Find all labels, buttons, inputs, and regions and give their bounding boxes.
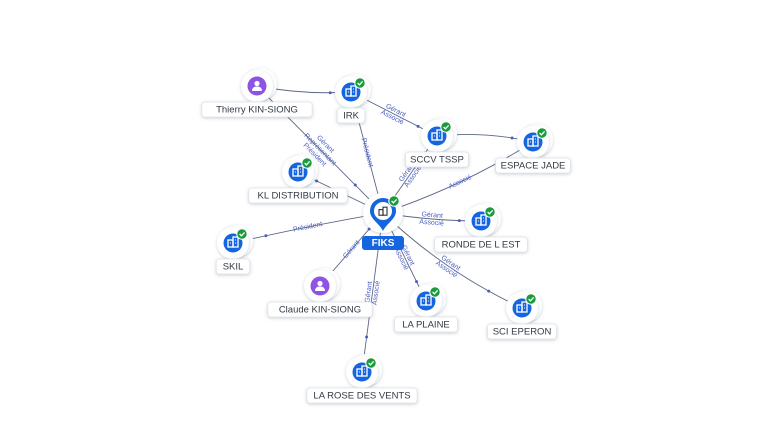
edge-arrow-thierry-irk [328,91,332,95]
node-label: RONDE DE L EST [442,240,521,251]
check-badge-icon [236,228,248,240]
node-label: LA ROSE DES VENTS [313,391,410,402]
person-icon [310,276,330,296]
node-label: LA PLAINE [402,320,450,331]
edge-arrow-fiks-rose [365,335,369,339]
node-label-box [201,101,313,118]
node-label: SKIL [223,262,244,273]
edge-label: Président [293,221,323,234]
building-icon [223,233,243,253]
person-icon [247,76,267,96]
node-label-box [336,107,366,124]
edge-arrow-fiks-plaine [415,280,419,284]
edge-label: Président [360,137,374,167]
edge-arrow-fiks-ronde [457,219,461,223]
node-label-box [306,387,418,404]
edge-label: Associé [371,280,381,305]
node-label-box [487,323,557,340]
check-badge-icon [484,206,496,218]
edge-arrow-thierry-fiks [353,183,357,187]
node-label: SCCV TSSP [410,155,464,166]
check-badge-icon [365,357,377,369]
building-icon [523,132,543,152]
node-label-box [495,157,571,174]
node-label-box [394,316,458,333]
node-label-box [248,187,348,204]
node-sccv[interactable]: SCCV TSSP [405,118,469,168]
node-plaine[interactable]: LA PLAINE [394,283,458,333]
nodes-layer: Thierry KIN-SIONG IRK SCCV TSSP ESPACE JADE… [201,68,571,404]
node-skil[interactable]: SKIL [215,225,253,275]
node-thierry[interactable]: Thierry KIN-SIONG [201,68,313,118]
node-kl[interactable]: KL DISTRIBUTION [248,154,348,204]
edge-label: Associé [419,219,444,228]
building-icon [378,206,388,216]
edge-arrow-fiks-skil [264,234,268,238]
node-label-box [405,151,469,168]
edge-label: Associé [448,174,473,191]
center-label: FIKS [372,238,395,249]
node-label: Thierry KIN-SIONG [216,105,298,116]
node-label: IRK [343,111,360,122]
node-claude[interactable]: Claude KIN-SIONG [267,268,373,318]
node-label: ESPACE JADE [501,161,566,172]
node-ronde[interactable]: RONDE DE L EST [434,203,528,253]
check-badge-icon [388,195,400,207]
building-icon [512,298,532,318]
node-label: Claude KIN-SIONG [279,305,361,316]
edge-arrow-fiks-kl [315,179,319,183]
check-badge-icon [525,293,537,305]
edge-label: Gérant [421,211,443,220]
node-label: KL DISTRIBUTION [258,191,339,202]
edge-thierry-fiks [256,85,384,214]
building-icon [352,362,372,382]
node-label-box [434,236,528,253]
building-icon [341,82,361,102]
edge-arrow-sccv-espace [510,136,514,140]
building-icon [416,291,436,311]
node-espace[interactable]: ESPACE JADE [495,124,571,174]
node-eperon[interactable]: SCI EPERON [487,290,557,340]
check-badge-icon [536,127,548,139]
check-badge-icon [301,157,313,169]
node-irk[interactable]: IRK [335,74,371,124]
check-badge-icon [440,121,452,133]
check-badge-icon [354,77,366,89]
building-icon [427,126,447,146]
edge-label: Gérant [342,239,361,260]
center-node[interactable]: FIKS [362,193,404,250]
edge-arrow-irk-sccv [416,124,420,128]
node-label: SCI EPERON [493,327,552,338]
map-pin-icon [370,198,396,231]
center-label-box [362,236,404,250]
edge-arrow-claude-fiks [367,227,371,231]
edge-label: Gérant [364,281,374,303]
edge-arrow-fiks-eperon [487,289,491,293]
building-icon [288,162,308,182]
edge-fiks-eperon [382,212,523,309]
node-label-box [215,258,251,275]
check-badge-icon [429,286,441,298]
building-icon [471,211,491,231]
node-label-box [267,301,373,318]
node-rose[interactable]: LA ROSE DES VENTS [306,354,418,404]
